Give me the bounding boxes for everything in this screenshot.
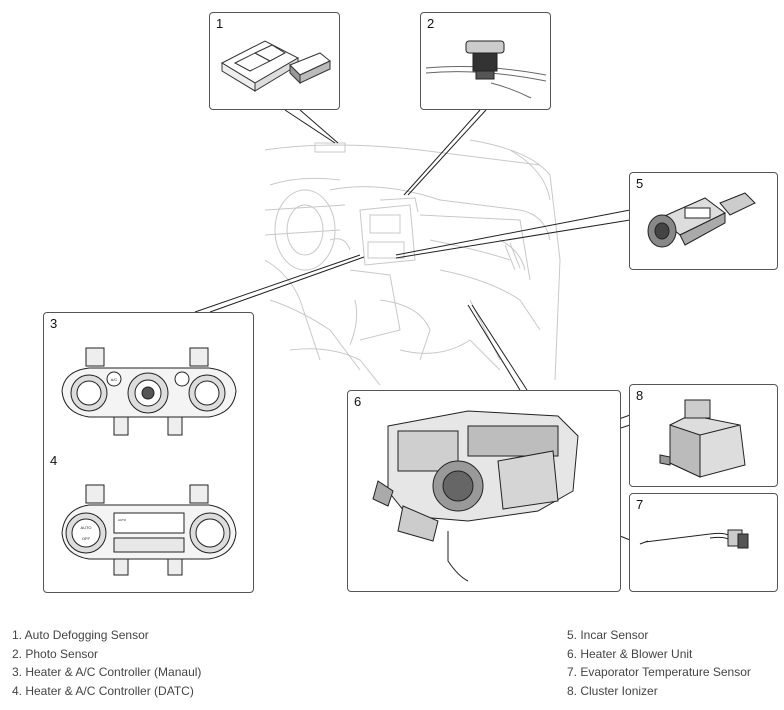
callout-7: 7 bbox=[629, 493, 778, 592]
callout-number-4: 4 bbox=[50, 453, 58, 468]
callout-1: 1 bbox=[209, 12, 340, 110]
heater-blower-unit-illustration bbox=[372, 410, 579, 582]
hvac-controllers-illustration: A/C AUTO OFF AUTO bbox=[61, 347, 237, 576]
legend-item-8: 8. Cluster Ionizer bbox=[567, 683, 658, 698]
callout-2: 2 bbox=[420, 12, 551, 110]
cluster-ionizer-illustration bbox=[659, 399, 746, 478]
legend-item-3: 3. Heater & A/C Controller (Manaul) bbox=[12, 665, 202, 679]
callout-number: 8 bbox=[636, 388, 644, 403]
callout-number: 5 bbox=[636, 176, 644, 191]
legend-item-6: 6. Heater & Blower Unit bbox=[567, 646, 693, 661]
legend-item-7: 7. Evaporator Temperature Sensor bbox=[567, 665, 751, 679]
legend-right: 5. Incar Sensor 6. Heater & Blower Unit … bbox=[567, 626, 751, 700]
auto-defogging-sensor-illustration bbox=[220, 40, 331, 92]
callout-3: 3 4 A/C bbox=[43, 312, 254, 593]
ac-label: A/C bbox=[111, 377, 118, 382]
callout-number: 6 bbox=[354, 394, 362, 409]
legend-item-4: 4. Heater & A/C Controller (DATC) bbox=[12, 683, 194, 698]
callout-8: 8 bbox=[629, 384, 778, 487]
legend-left: 1. Auto Defogging Sensor 2. Photo Sensor… bbox=[12, 626, 201, 700]
evaporator-temperature-sensor-illustration bbox=[639, 529, 749, 549]
off-label: OFF bbox=[82, 536, 91, 541]
legend-item-2: 2. Photo Sensor bbox=[12, 646, 99, 661]
callout-number: 2 bbox=[427, 16, 435, 31]
car-interior-sketch bbox=[264, 139, 561, 386]
callout-5: 5 bbox=[629, 172, 778, 270]
legend-item-5: 5. Incar Sensor bbox=[567, 628, 649, 642]
callout-number: 7 bbox=[636, 497, 644, 512]
callout-number: 1 bbox=[216, 16, 224, 31]
auto-label: AUTO bbox=[80, 525, 91, 530]
auto-small-label: AUTO bbox=[118, 518, 127, 522]
incar-sensor-illustration bbox=[647, 192, 756, 248]
callout-6: 6 bbox=[347, 390, 621, 592]
photo-sensor-illustration bbox=[425, 40, 547, 99]
callout-number: 3 bbox=[50, 316, 58, 331]
legend-item-1: 1. Auto Defogging Sensor bbox=[12, 628, 149, 642]
